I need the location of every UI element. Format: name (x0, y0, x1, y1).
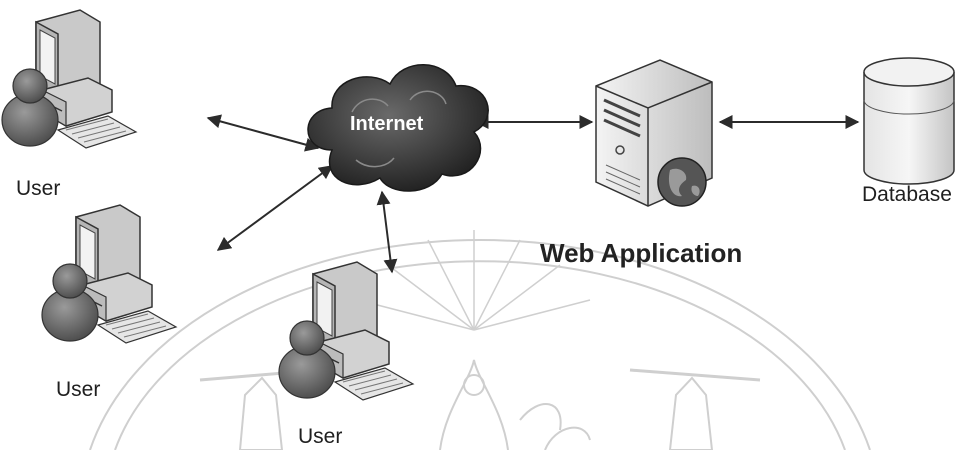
internet-label: Internet (350, 113, 424, 135)
watermark-seal (89, 230, 871, 450)
link-user-middle-internet (216, 165, 334, 251)
cloud-icon (307, 64, 489, 192)
connections (206, 114, 860, 274)
link-user-bottom-internet (376, 190, 398, 274)
user-bottom-label: User (298, 425, 343, 448)
database-label: Database (862, 183, 952, 206)
user-computer-bottom-icon (278, 261, 414, 401)
user-computer-top-icon (1, 9, 137, 149)
user-middle-label: User (56, 378, 101, 401)
database-icon (863, 57, 955, 185)
user-computer-middle-icon (41, 204, 177, 344)
web-application-label: Web Application (540, 238, 743, 268)
link-user-top-internet (206, 114, 320, 152)
globe-icon (657, 157, 707, 207)
user-top-label: User (16, 177, 61, 200)
